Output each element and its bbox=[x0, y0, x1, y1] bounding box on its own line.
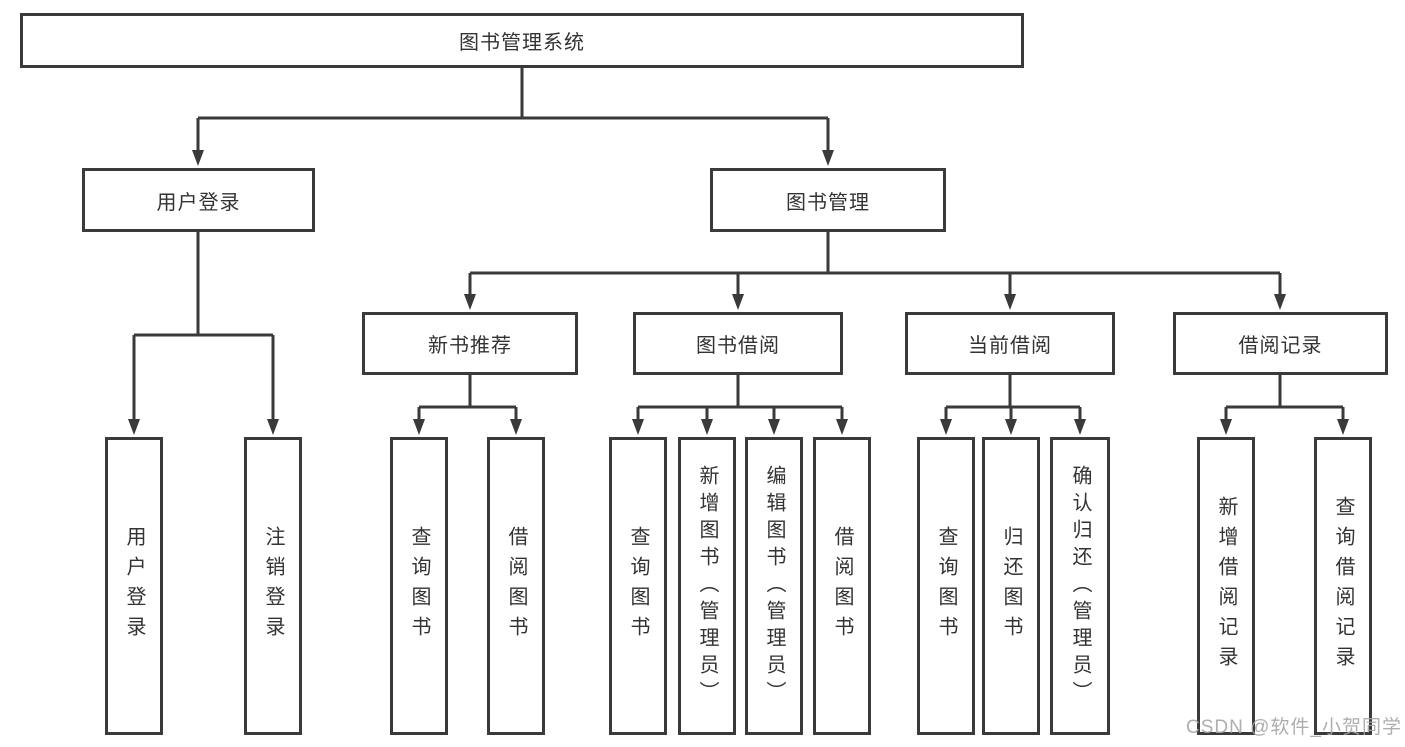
leaf-add-borrow-record: 新增借阅记录 bbox=[1197, 437, 1255, 735]
node-book-borrowing-label: 图书借阅 bbox=[696, 335, 780, 357]
leaf-borrow-books-recommend-label: 借阅图书 bbox=[505, 526, 527, 646]
leaf-confirm-return-admin: 确认归还（管理员） bbox=[1050, 437, 1110, 735]
watermark: CSDN @软件_小贺同学 bbox=[1186, 717, 1402, 738]
leaf-query-books-borrowing: 查询图书 bbox=[609, 437, 667, 735]
connector-paths bbox=[132, 68, 1345, 421]
node-borrowing-records-label: 借阅记录 bbox=[1238, 335, 1323, 357]
node-user-login-group: 用户登录 bbox=[82, 168, 315, 232]
leaf-borrow-books-borrowing-label: 借阅图书 bbox=[831, 526, 853, 646]
leaf-user-login: 用户登录 bbox=[105, 437, 163, 735]
node-new-book-recommendation: 新书推荐 bbox=[362, 312, 578, 375]
node-current-borrowing: 当前借阅 bbox=[905, 312, 1115, 375]
leaf-user-login-label: 用户登录 bbox=[123, 526, 145, 646]
node-current-borrowing-label: 当前借阅 bbox=[968, 335, 1052, 357]
leaf-return-books-label: 归还图书 bbox=[1000, 526, 1022, 646]
arrowhead-icons bbox=[128, 150, 1349, 435]
leaf-query-books-recommend-label: 查询图书 bbox=[408, 526, 430, 646]
node-user-login-group-label: 用户登录 bbox=[156, 191, 241, 214]
leaf-edit-books-admin-label: 编辑图书（管理员） bbox=[763, 464, 785, 708]
node-book-borrowing: 图书借阅 bbox=[633, 312, 843, 375]
leaf-query-borrow-record-label: 查询借阅记录 bbox=[1332, 496, 1354, 676]
node-library-management-system: 图书管理系统 bbox=[20, 13, 1024, 68]
leaf-return-books: 归还图书 bbox=[982, 437, 1040, 735]
leaf-query-books-current: 查询图书 bbox=[917, 437, 975, 735]
leaf-logout-login: 注销登录 bbox=[244, 437, 302, 735]
leaf-query-books-current-label: 查询图书 bbox=[935, 526, 957, 646]
leaf-confirm-return-admin-label: 确认归还（管理员） bbox=[1069, 464, 1091, 708]
node-book-management: 图书管理 bbox=[710, 168, 946, 232]
leaf-add-books-admin-label: 新增图书（管理员） bbox=[696, 464, 718, 708]
leaf-add-borrow-record-label: 新增借阅记录 bbox=[1215, 496, 1237, 676]
leaf-logout-login-label: 注销登录 bbox=[262, 526, 284, 646]
leaf-borrow-books-borrowing: 借阅图书 bbox=[813, 437, 871, 735]
leaf-add-books-admin: 新增图书（管理员） bbox=[678, 437, 736, 735]
node-new-book-recommendation-label: 新书推荐 bbox=[428, 335, 512, 357]
node-library-management-system-label: 图书管理系统 bbox=[459, 32, 585, 54]
leaf-query-books-recommend: 查询图书 bbox=[390, 437, 448, 735]
node-borrowing-records: 借阅记录 bbox=[1173, 312, 1388, 375]
leaf-edit-books-admin: 编辑图书（管理员） bbox=[745, 437, 803, 735]
leaf-borrow-books-recommend: 借阅图书 bbox=[487, 437, 545, 735]
node-book-management-label: 图书管理 bbox=[786, 191, 870, 214]
leaf-query-borrow-record: 查询借阅记录 bbox=[1314, 437, 1372, 735]
leaf-query-books-borrowing-label: 查询图书 bbox=[627, 526, 649, 646]
